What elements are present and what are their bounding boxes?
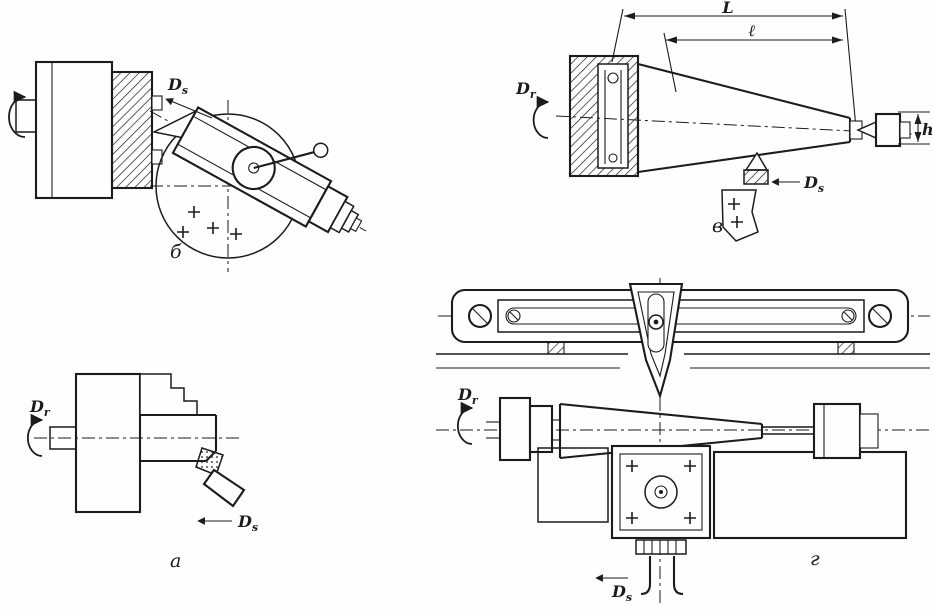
spindle-rotation-label: Dr — [29, 397, 51, 419]
feed-label: Ds — [167, 75, 188, 97]
caption-a: а — [170, 550, 181, 572]
caption-b: б — [170, 241, 182, 263]
compound-slide — [171, 106, 363, 234]
chuck-clamp — [597, 63, 629, 169]
copy-ruler — [450, 288, 910, 355]
dimension-L: L — [611, 0, 857, 129]
dimension-l: ℓ — [663, 21, 843, 93]
jaw-top — [151, 95, 163, 111]
panel-v-tailstock-offset-method: L ℓ Dr — [515, 0, 933, 242]
feed-label: Ds — [611, 582, 632, 604]
carriage-left-block — [537, 447, 609, 523]
carriage-right-block — [712, 450, 908, 540]
spindle — [486, 396, 560, 462]
rotation-arrow — [532, 95, 550, 139]
rotation-arrow — [456, 401, 474, 445]
handwheel — [231, 145, 276, 191]
chuck-body — [74, 372, 142, 514]
lever-ball — [312, 142, 329, 159]
rotation-arrow — [8, 90, 27, 138]
graduation-marks — [177, 206, 242, 240]
length-l-label: ℓ — [748, 21, 756, 40]
caption-v: в — [712, 215, 723, 237]
chuck-body — [34, 60, 114, 200]
length-L-label: L — [721, 0, 733, 17]
cutting-tool — [743, 151, 769, 185]
panel-g-taper-attachment-method: Dr — [436, 278, 930, 606]
ruler-slider-shoe — [628, 282, 684, 400]
panel-b-compound-slide-method: Dr — [8, 60, 367, 272]
tailstock — [812, 402, 879, 460]
lathe-bed — [436, 353, 930, 369]
caption-g: г — [810, 548, 820, 570]
dimension-h: h — [898, 111, 933, 145]
panel-a-broad-tool-method: Dr Ds а — [26, 372, 258, 572]
offset-h-label: h — [922, 120, 933, 139]
spindle-rotation-label: Dr — [457, 385, 479, 407]
rotation-arrow — [26, 413, 44, 457]
tailstock-centre — [849, 112, 911, 148]
spindle-stub — [15, 99, 37, 133]
tapered-workpiece — [636, 62, 852, 174]
feed-label: Ds — [803, 173, 824, 195]
spindle-rotation-label: Dr — [515, 79, 537, 101]
chuck-faceplate — [110, 70, 154, 190]
toolpost-fragment — [721, 189, 759, 242]
feed-direction-arrow — [165, 98, 213, 119]
crank-lever — [253, 150, 316, 170]
cross-slide — [610, 444, 712, 540]
feed-label: Ds — [237, 512, 258, 534]
broad-tool — [195, 447, 246, 508]
stepped-jaws — [139, 373, 198, 416]
bottom-bracket — [635, 539, 687, 596]
